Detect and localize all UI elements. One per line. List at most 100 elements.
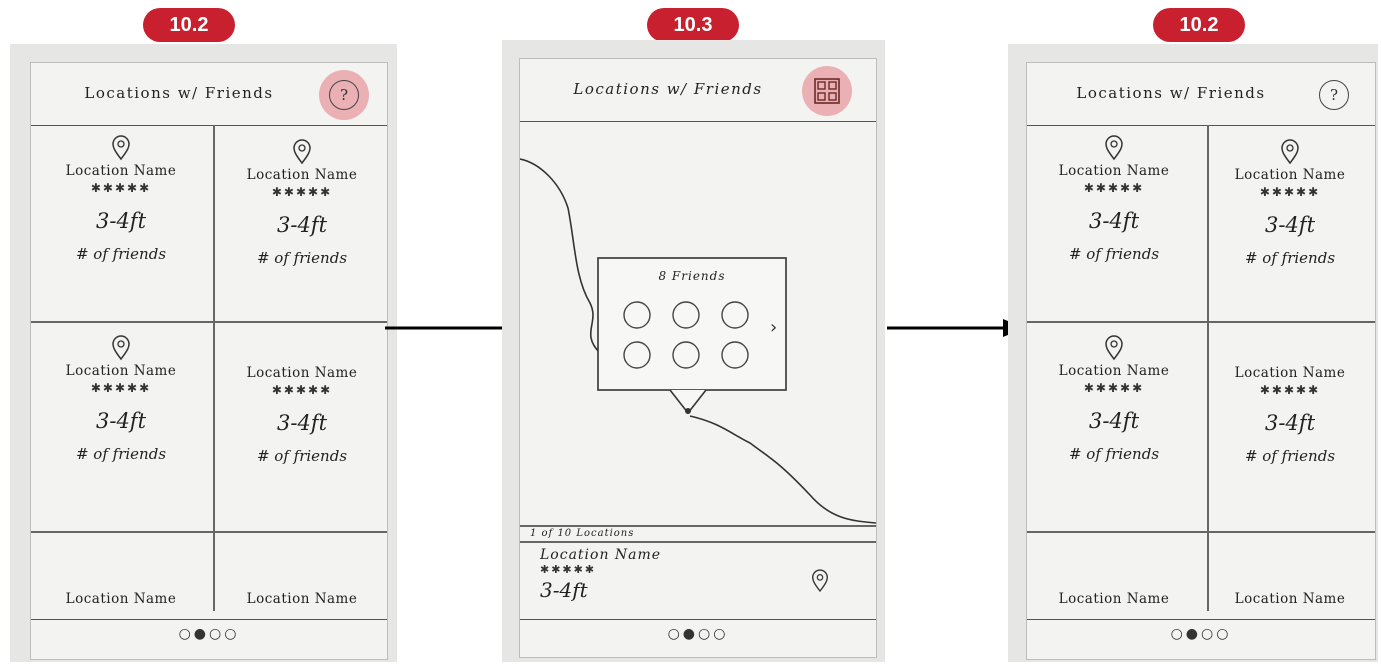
location-name[interactable]: Location Name	[1234, 591, 1346, 607]
location-name: Location Name	[65, 363, 177, 379]
page-title: Locations w/ Friends	[573, 80, 763, 98]
wave-height: 3-4ft	[1264, 213, 1316, 237]
rating-stars: ✱✱✱✱✱	[1259, 185, 1321, 199]
grid-divider	[31, 321, 387, 323]
pagination-bar: ○●○○	[520, 619, 876, 652]
avatar	[721, 301, 749, 329]
location-card[interactable]: Location Name ✱✱✱✱✱ 3-4ft # of friends	[1195, 363, 1375, 465]
page-title: Locations w/ Friends	[84, 84, 274, 102]
rating-stars: ✱✱✱✱✱	[90, 181, 152, 195]
chevron-right-icon[interactable]: ›	[770, 317, 778, 338]
location-name: Location Name	[1058, 363, 1170, 379]
map-view[interactable]	[520, 123, 876, 527]
grid-view-icon[interactable]	[814, 78, 840, 104]
highlight-circle	[802, 66, 852, 116]
wave-height: 3-4ft	[95, 409, 147, 433]
phone-screen-map: Locations w/ Friends	[519, 58, 877, 658]
location-card[interactable]: Location Name ✱✱✱✱✱ 3-4ft # of friends	[1027, 335, 1209, 463]
selected-location-panel[interactable]: Location Name ✱✱✱✱✱ 3-4ft	[540, 547, 860, 617]
friends-count: # of friends	[256, 249, 348, 267]
wave-height: 3-4ft	[276, 411, 328, 435]
location-pin-icon	[1281, 139, 1299, 165]
location-name[interactable]: Location Name	[1058, 591, 1170, 607]
friends-count: # of friends	[1244, 249, 1336, 267]
location-name: Location Name	[540, 547, 662, 563]
map-pin	[685, 408, 691, 414]
page-indicator-dots[interactable]: ○●○○	[667, 626, 729, 642]
avatar	[672, 341, 700, 369]
location-card[interactable]: Location Name ✱✱✱✱✱ 3-4ft # of friends	[1195, 139, 1375, 267]
location-card[interactable]: Location Name ✱✱✱✱✱ 3-4ft # of friends	[207, 139, 387, 267]
page-title: Locations w/ Friends	[1076, 84, 1266, 102]
coastline	[520, 158, 601, 354]
location-name: Location Name	[1234, 167, 1346, 183]
location-card[interactable]: Location Name ✱✱✱✱✱ 3-4ft # of friends	[31, 335, 216, 463]
page-indicator-dots[interactable]: ○●○○	[1170, 626, 1232, 642]
grid-divider	[1027, 531, 1375, 533]
location-name: Location Name	[1234, 365, 1346, 381]
header-bar: Locations w/ Friends	[520, 59, 876, 122]
location-name: Location Name	[246, 365, 358, 381]
friends-count: # of friends	[1068, 445, 1160, 463]
sketch-card-3: Locations w/ Friends ? Location Name ✱✱✱…	[1008, 44, 1378, 662]
location-name: Location Name	[65, 163, 177, 179]
header-bar: Locations w/ Friends ?	[1027, 63, 1375, 126]
rating-stars: ✱✱✱✱✱	[1083, 381, 1145, 395]
map-divider	[520, 525, 876, 527]
grid-divider	[31, 531, 387, 533]
rating-stars: ✱✱✱✱✱	[1259, 383, 1321, 397]
friends-count: # of friends	[256, 447, 348, 465]
grid-divider	[213, 125, 215, 611]
friends-popup-title: 8 Friends	[658, 269, 726, 283]
rating-stars: ✱✱✱✱✱	[90, 381, 152, 395]
wave-height: 3-4ft	[1088, 409, 1140, 433]
wave-height: 3-4ft	[1088, 209, 1140, 233]
location-counter: 1 of 10 Locations	[530, 528, 635, 539]
phone-screen-list-1: Locations w/ Friends ? Location Name ✱✱✱…	[30, 62, 388, 660]
friends-count: # of friends	[1068, 245, 1160, 263]
help-icon[interactable]: ?	[329, 80, 359, 110]
friend-avatars	[623, 301, 749, 369]
location-name: Location Name	[1058, 163, 1170, 179]
rating-stars: ✱✱✱✱✱	[540, 563, 597, 576]
avatar	[623, 301, 651, 329]
location-pin-icon	[112, 135, 130, 161]
screen-badge-2: 10.3	[647, 8, 739, 42]
location-card[interactable]: Location Name ✱✱✱✱✱ 3-4ft # of friends	[31, 135, 216, 263]
pagination-bar: ○●○○	[1027, 619, 1375, 652]
grid-divider	[1027, 321, 1375, 323]
rating-stars: ✱✱✱✱✱	[271, 185, 333, 199]
location-name: Location Name	[246, 167, 358, 183]
location-pin-icon	[1105, 335, 1123, 361]
location-name[interactable]: Location Name	[65, 591, 177, 607]
friends-count: # of friends	[75, 445, 167, 463]
wave-height: 3-4ft	[276, 213, 328, 237]
location-pin-icon	[1105, 135, 1123, 161]
location-name[interactable]: Location Name	[246, 591, 358, 607]
wave-height: 3-4ft	[95, 209, 147, 233]
sketch-card-1: Locations w/ Friends ? Location Name ✱✱✱…	[10, 44, 397, 662]
wave-height: 3-4ft	[1264, 411, 1316, 435]
phone-screen-list-2: Locations w/ Friends ? Location Name ✱✱✱…	[1026, 62, 1376, 660]
screen-badge-1: 10.2	[143, 8, 235, 42]
avatar	[672, 301, 700, 329]
help-icon[interactable]: ?	[1319, 80, 1349, 110]
avatar	[721, 341, 749, 369]
screen-badge-3: 10.2	[1153, 8, 1245, 42]
page-indicator-dots[interactable]: ○●○○	[178, 626, 240, 642]
header-bar: Locations w/ Friends ?	[31, 63, 387, 126]
pagination-bar: ○●○○	[31, 619, 387, 652]
avatar	[623, 341, 651, 369]
location-pin-icon	[293, 139, 311, 165]
location-pin-icon	[812, 569, 828, 593]
location-card[interactable]: Location Name ✱✱✱✱✱ 3-4ft # of friends	[1027, 135, 1209, 263]
location-card[interactable]: Location Name ✱✱✱✱✱ 3-4ft # of friends	[207, 363, 387, 465]
sketch-card-2: Locations w/ Friends	[502, 40, 885, 662]
wave-height: 3-4ft	[540, 578, 588, 602]
grid-divider	[1207, 125, 1209, 611]
panel-divider	[520, 541, 876, 543]
friends-count: # of friends	[75, 245, 167, 263]
friends-count: # of friends	[1244, 447, 1336, 465]
rating-stars: ✱✱✱✱✱	[271, 383, 333, 397]
location-pin-icon	[112, 335, 130, 361]
